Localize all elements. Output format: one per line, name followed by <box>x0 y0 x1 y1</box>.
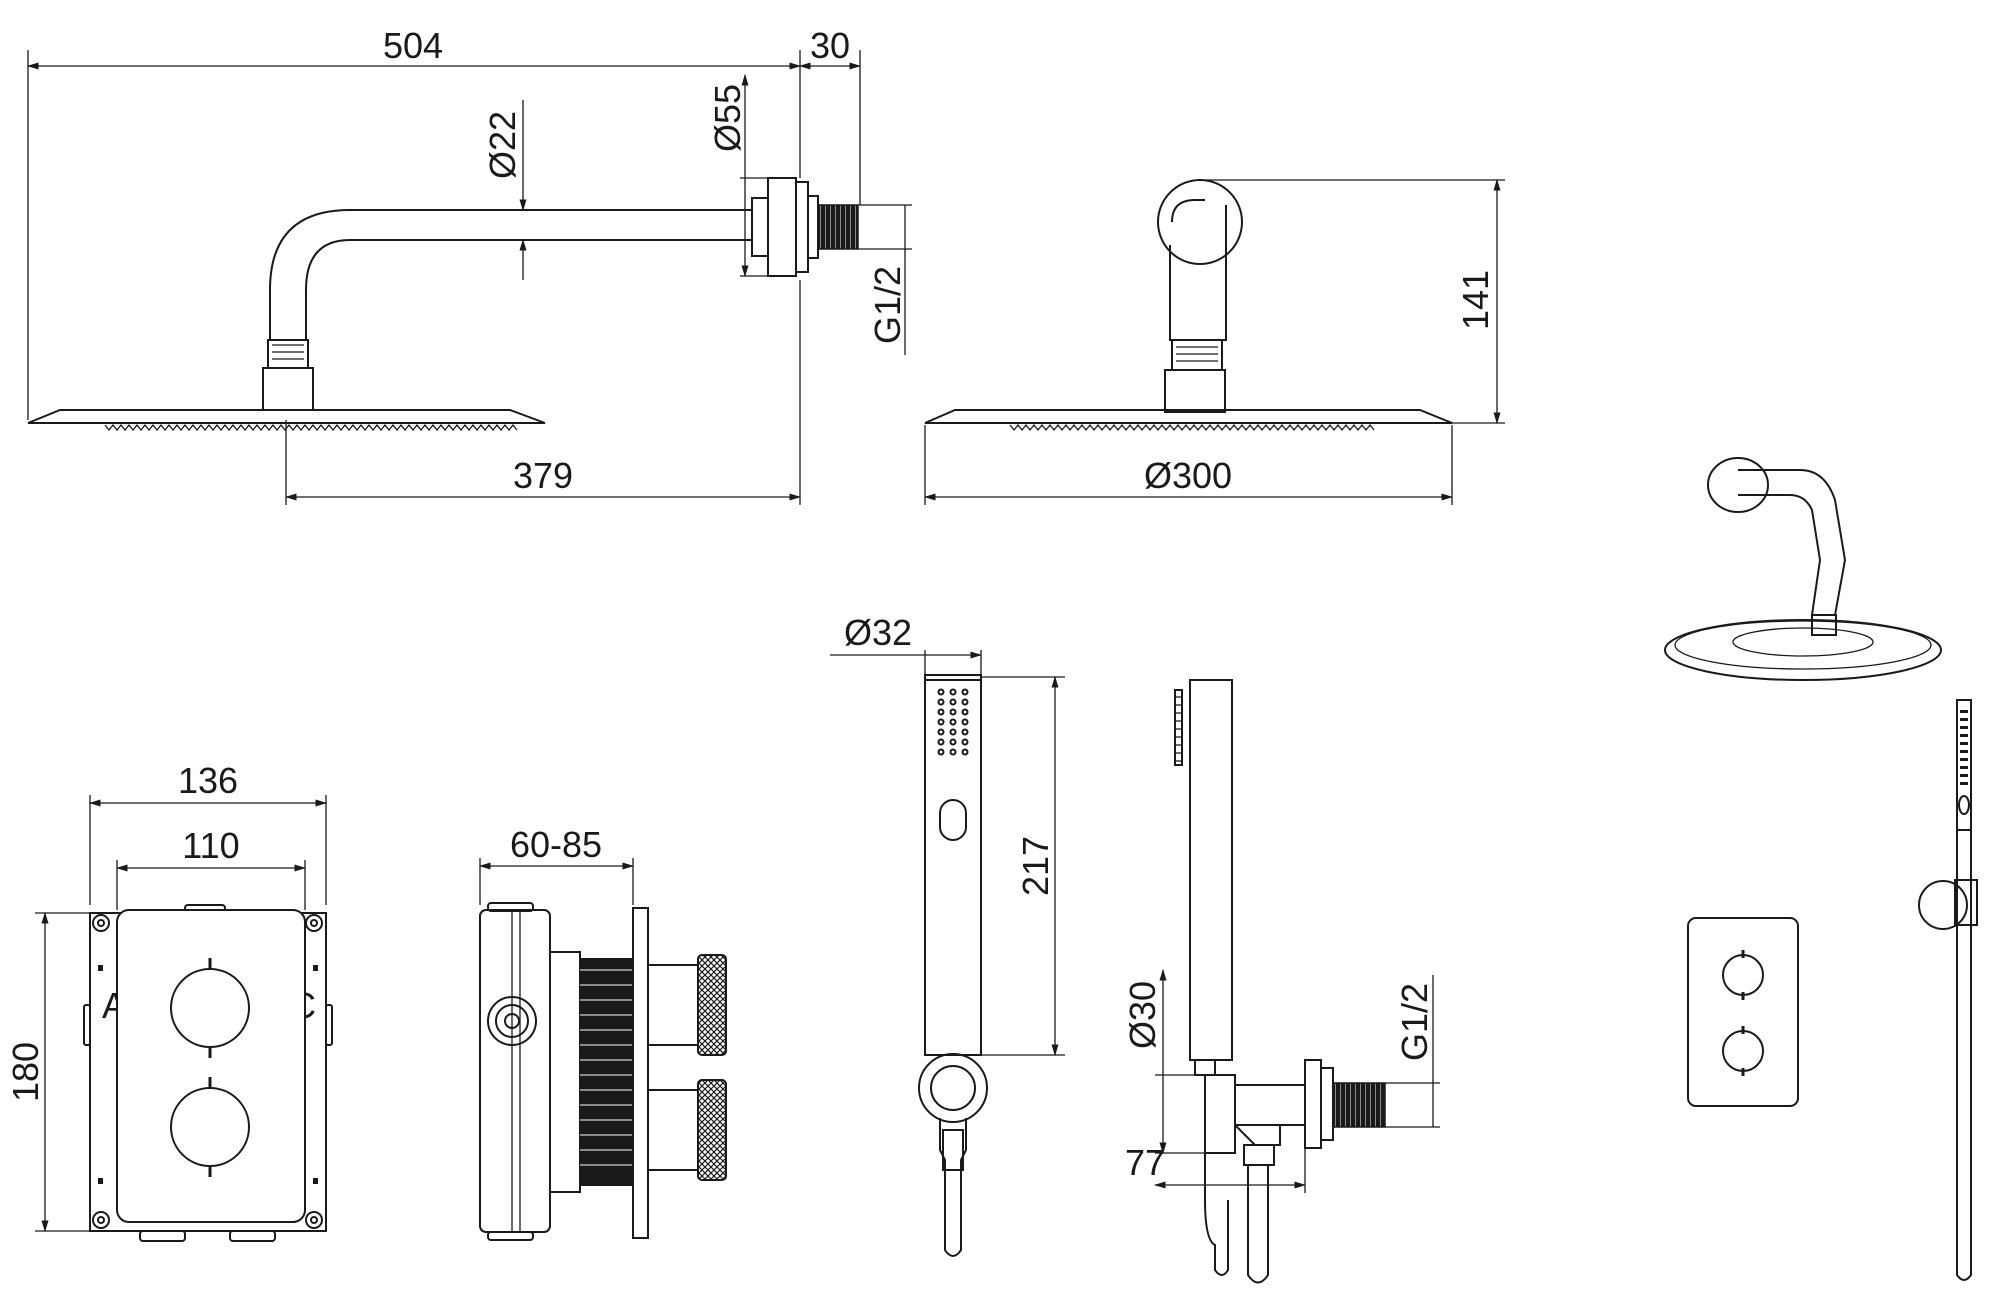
shower-head-plate-front <box>924 409 1453 424</box>
dim-arm-length: 504 <box>383 25 443 66</box>
valve-cartridge <box>580 958 633 1186</box>
dim-head-height: 141 <box>1455 270 1496 330</box>
shower-head-perspective <box>1664 619 1942 681</box>
handshower-hose <box>939 1118 967 1257</box>
wall-elbow-perspective <box>1918 880 1968 930</box>
elbow-hose <box>1204 1153 1229 1276</box>
dim-elbow-offset: 77 <box>1125 1142 1165 1183</box>
shower-head-plate <box>27 409 546 424</box>
dim-flange-diameter: Ø55 <box>707 84 748 152</box>
valve-knob-perspective-top <box>1722 954 1764 996</box>
handshower-button <box>939 799 967 841</box>
elbow-body <box>1234 1084 1306 1126</box>
shower-head-nozzles <box>104 423 518 432</box>
knob-stem-top <box>647 964 699 1046</box>
handshower-perspective <box>1956 699 1972 831</box>
valve-inlet <box>487 996 537 1046</box>
dim-arm-diameter: Ø22 <box>482 111 523 179</box>
wall-plate-side <box>632 907 649 1239</box>
swivel-joint <box>267 339 309 369</box>
knob-grip-bottom <box>697 1079 727 1181</box>
valve-front-view: A C 136 110 180 <box>5 760 333 1242</box>
set-perspective-view <box>1664 457 1978 1281</box>
arm-flange-perspective <box>1707 457 1769 513</box>
elbow-flange <box>1304 1059 1322 1149</box>
dim-thread-bottom: G1/2 <box>1394 983 1435 1061</box>
valve-body-side <box>479 909 551 1233</box>
handshower-body <box>924 674 982 1056</box>
handshower-front-view: Ø32 217 <box>830 612 1065 1257</box>
dim-thread-top: G1/2 <box>867 266 908 344</box>
dim-handshower-length: 217 <box>1015 836 1056 896</box>
head-connector <box>262 367 314 411</box>
dim-elbow-diameter: Ø30 <box>1122 981 1163 1049</box>
knob-grip-top <box>697 954 727 1056</box>
elbow-holder <box>1204 1074 1236 1154</box>
knob-stem-bottom <box>647 1089 699 1171</box>
arm-front <box>1169 205 1227 341</box>
dim-plate-height: 180 <box>5 1042 46 1102</box>
threaded-connection <box>817 204 859 250</box>
arm-flange <box>751 197 769 257</box>
valve-plate-perspective <box>1687 917 1799 1107</box>
handshower-holder <box>918 1053 988 1123</box>
dim-flange-depth: 30 <box>810 25 850 66</box>
handshower-side <box>1189 679 1233 1061</box>
valve-knob-perspective-bottom <box>1722 1030 1764 1072</box>
dim-head-offset: 379 <box>513 455 573 496</box>
handshower-side-spray <box>1174 689 1183 766</box>
shower-arm-side-view: 504 30 Ø22 Ø55 G1/2 379 <box>26 25 912 505</box>
dim-box-width: 110 <box>182 825 239 866</box>
shower-arm-pipe <box>269 209 752 340</box>
wall-elbow-side-view: Ø30 77 G1/2 <box>1122 679 1440 1284</box>
dim-handshower-diameter: Ø32 <box>844 612 912 653</box>
dim-install-depth: 60-85 <box>510 824 602 865</box>
valve-side-view: 60-85 <box>478 824 727 1241</box>
swivel-joint-front <box>1171 339 1223 371</box>
shower-head-front-view: 141 Ø300 <box>923 178 1505 505</box>
dim-head-diameter: Ø300 <box>1144 455 1232 496</box>
elbow-thread <box>1332 1082 1386 1128</box>
valve-cover-plate <box>116 909 306 1223</box>
dim-plate-width: 136 <box>178 760 238 801</box>
